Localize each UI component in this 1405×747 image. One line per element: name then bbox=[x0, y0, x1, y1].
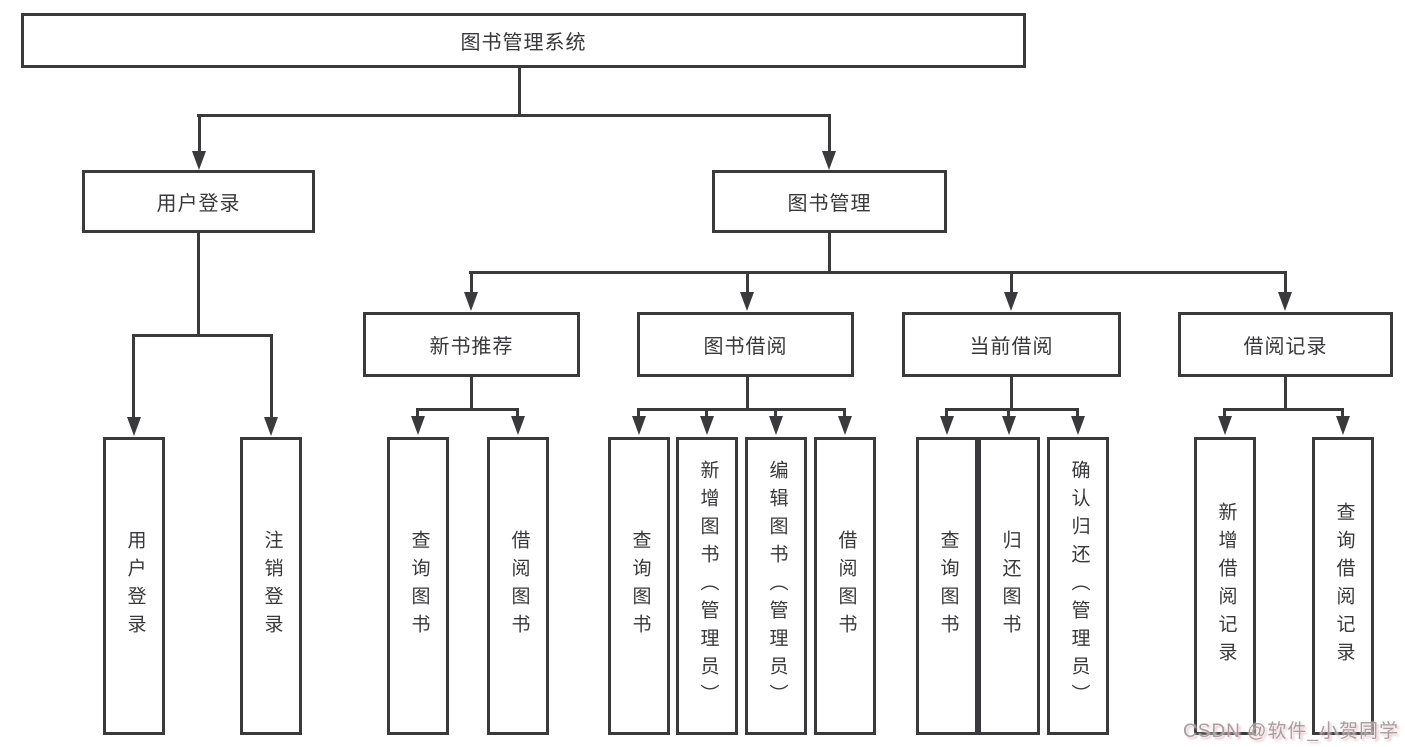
node-ul-user-login-label: 用户登录 bbox=[124, 530, 146, 642]
connector-userlogin-bus bbox=[132, 334, 273, 337]
arrowhead-nb-borrow bbox=[511, 416, 525, 435]
node-bb-edit-books: 编辑图书（管理员） bbox=[745, 437, 807, 735]
connector-userlogin-stem bbox=[197, 233, 200, 336]
connector-bb-borrow-drop bbox=[843, 408, 846, 418]
connector-ul-logout-drop bbox=[270, 334, 273, 418]
node-book-mgmt-label: 图书管理 bbox=[787, 193, 872, 215]
connector-bookmgmt-stem bbox=[828, 233, 831, 274]
node-bb-add-books: 新增图书（管理员） bbox=[676, 437, 738, 735]
node-br-add-record: 新增借阅记录 bbox=[1194, 437, 1256, 735]
connector-cb-query-drop bbox=[945, 408, 948, 418]
node-root: 图书管理系统 bbox=[21, 13, 1026, 68]
connector-borrowrecords-drop bbox=[1284, 271, 1287, 294]
node-nb-borrow-books: 借阅图书 bbox=[487, 437, 549, 735]
node-book-borrow: 图书借阅 bbox=[637, 312, 854, 377]
node-bb-borrow-books-label: 借阅图书 bbox=[835, 530, 857, 642]
connector-newbooks-stem bbox=[470, 377, 473, 410]
node-book-borrow-label: 图书借阅 bbox=[703, 336, 788, 358]
node-ul-user-login: 用户登录 bbox=[103, 437, 165, 735]
connector-ul-login-drop bbox=[132, 334, 135, 418]
connector-bookborrow-stem bbox=[746, 377, 749, 410]
csdn-watermark: CSDN @软件_小贺同学 bbox=[1183, 721, 1399, 742]
connector-newbooks-drop bbox=[470, 271, 473, 294]
connector-bb-add-drop bbox=[705, 408, 708, 418]
arrowhead-cb-query bbox=[940, 416, 954, 435]
node-nb-query-books-label: 查询图书 bbox=[408, 530, 430, 642]
arrowhead-bb-borrow bbox=[838, 416, 852, 435]
node-br-query-record: 查询借阅记录 bbox=[1312, 437, 1374, 735]
arrowhead-ul-login bbox=[127, 417, 141, 436]
connector-bookmgmt-drop bbox=[828, 114, 831, 152]
node-bb-borrow-books: 借阅图书 bbox=[814, 437, 876, 735]
arrowhead-ul-logout bbox=[264, 417, 278, 436]
arrowhead-nb-query bbox=[411, 416, 425, 435]
node-br-query-record-label: 查询借阅记录 bbox=[1333, 502, 1355, 670]
connector-bb-edit-drop bbox=[774, 408, 777, 418]
connector-cb-confirm-drop bbox=[1076, 408, 1079, 418]
connector-nb-query-drop bbox=[416, 408, 419, 418]
node-current-borrow-label: 当前借阅 bbox=[969, 336, 1054, 358]
node-borrow-records: 借阅记录 bbox=[1178, 312, 1393, 377]
connector-userlogin-drop bbox=[198, 114, 201, 152]
connector-bookborrow-bus bbox=[637, 408, 846, 411]
node-ul-logout-label: 注销登录 bbox=[261, 530, 283, 642]
node-cb-confirm-return: 确认归还（管理员） bbox=[1047, 437, 1109, 735]
arrowhead-br-query bbox=[1336, 416, 1350, 435]
node-bb-edit-books-label: 编辑图书（管理员） bbox=[766, 460, 788, 712]
node-nb-borrow-books-label: 借阅图书 bbox=[508, 530, 530, 642]
arrowhead-bb-edit bbox=[769, 416, 783, 435]
node-user-login: 用户登录 bbox=[82, 170, 315, 233]
node-borrow-records-label: 借阅记录 bbox=[1243, 336, 1328, 358]
node-cb-return-books: 归还图书 bbox=[978, 437, 1040, 735]
node-bb-query-books: 查询图书 bbox=[608, 437, 670, 735]
arrowhead-bb-query bbox=[632, 416, 646, 435]
node-cb-confirm-return-label: 确认归还（管理员） bbox=[1068, 460, 1090, 712]
connector-bb-query-drop bbox=[637, 408, 640, 418]
connector-br-query-drop bbox=[1341, 408, 1344, 418]
connector-currentborrow-drop bbox=[1010, 271, 1013, 294]
connector-nb-borrow-drop bbox=[516, 408, 519, 418]
connector-root-drop bbox=[518, 68, 521, 115]
connector-currentborrow-stem bbox=[1010, 377, 1013, 410]
arrowhead-userlogin bbox=[192, 151, 206, 170]
node-user-login-label: 用户登录 bbox=[156, 193, 241, 215]
node-book-mgmt: 图书管理 bbox=[712, 170, 947, 233]
connector-currentborrow-bus bbox=[945, 408, 1079, 411]
connector-newbooks-bus bbox=[416, 408, 519, 411]
arrowhead-bb-add bbox=[700, 416, 714, 435]
node-nb-query-books: 查询图书 bbox=[387, 437, 449, 735]
arrowhead-cb-confirm bbox=[1071, 416, 1085, 435]
node-current-borrow: 当前借阅 bbox=[902, 312, 1121, 377]
connector-cb-return-drop bbox=[1007, 408, 1010, 418]
node-ul-logout: 注销登录 bbox=[240, 437, 302, 735]
arrowhead-bookmgmt bbox=[822, 151, 836, 170]
arrowhead-newbooks bbox=[464, 292, 478, 311]
node-bb-query-books-label: 查询图书 bbox=[629, 530, 651, 642]
node-new-books-label: 新书推荐 bbox=[429, 336, 514, 358]
connector-l3-bus bbox=[469, 271, 1286, 274]
node-root-label: 图书管理系统 bbox=[460, 32, 587, 54]
arrowhead-borrowrecords bbox=[1278, 292, 1292, 311]
arrowhead-currentborrow bbox=[1004, 292, 1018, 311]
connector-borrowrecords-bus bbox=[1223, 408, 1344, 411]
connector-borrowrecords-stem bbox=[1284, 377, 1287, 410]
node-new-books: 新书推荐 bbox=[363, 312, 580, 377]
arrowhead-cb-return bbox=[1002, 416, 1016, 435]
connector-bookborrow-drop bbox=[746, 271, 749, 294]
arrowhead-br-add bbox=[1218, 416, 1232, 435]
node-br-add-record-label: 新增借阅记录 bbox=[1215, 502, 1237, 670]
connector-l2-bus bbox=[197, 114, 831, 117]
connector-br-add-drop bbox=[1223, 408, 1226, 418]
node-cb-query-books: 查询图书 bbox=[916, 437, 978, 735]
node-bb-add-books-label: 新增图书（管理员） bbox=[697, 460, 719, 712]
arrowhead-bookborrow bbox=[740, 292, 754, 311]
node-cb-query-books-label: 查询图书 bbox=[937, 530, 959, 642]
node-cb-return-books-label: 归还图书 bbox=[999, 530, 1021, 642]
